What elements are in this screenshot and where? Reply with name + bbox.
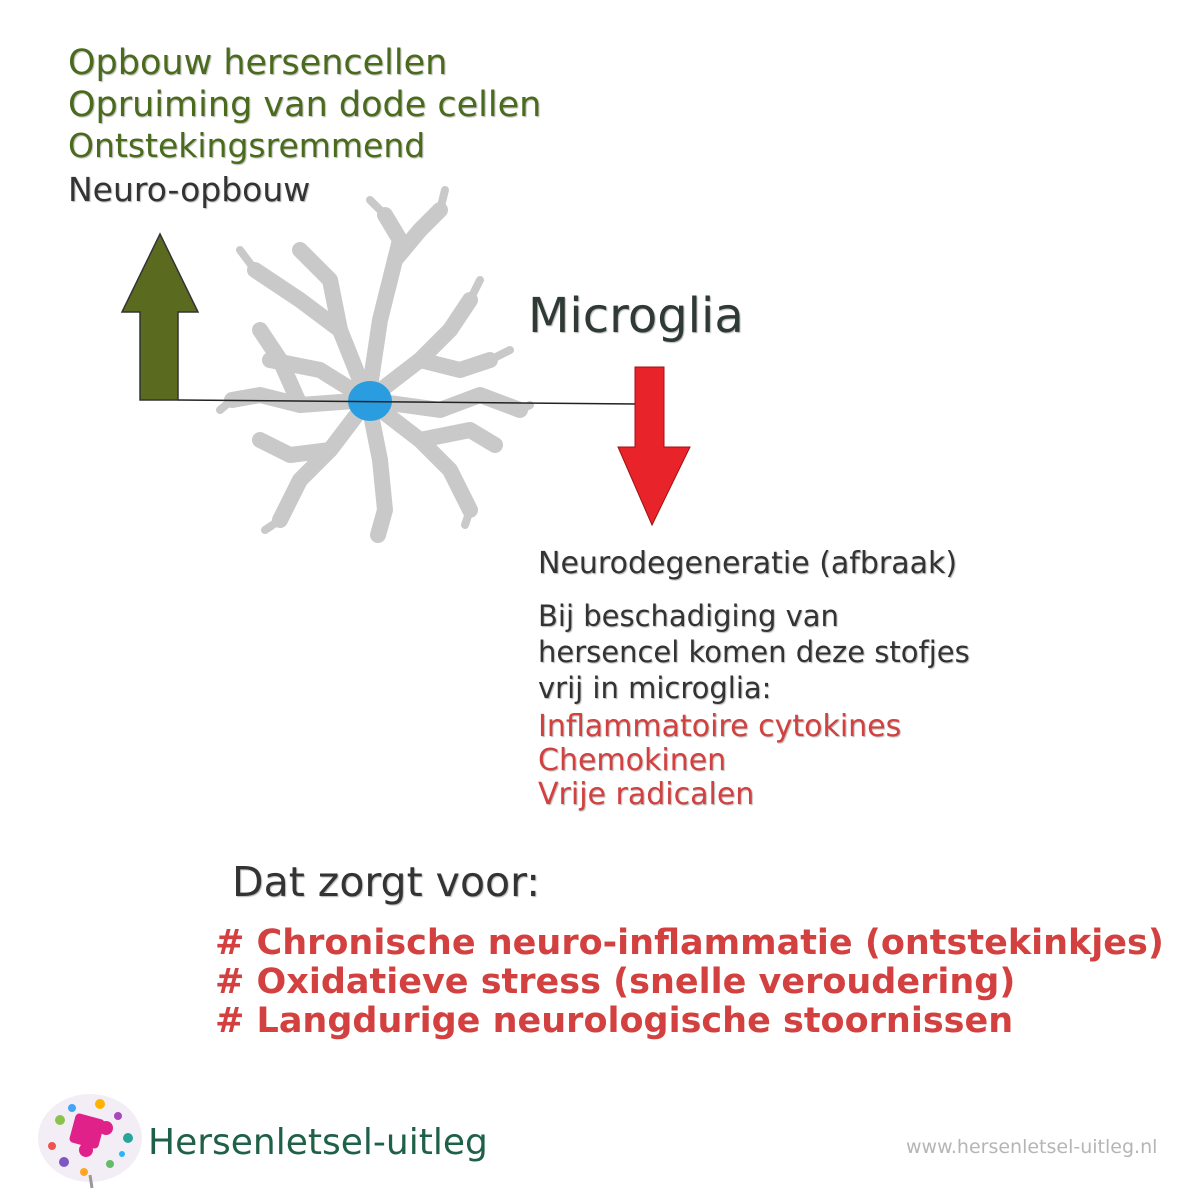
substances-list: Inflammatoire cytokines Chemokinen Vrije… <box>538 710 901 812</box>
effect-item: # Oxidatieve stress (snelle veroudering) <box>215 962 1016 1002</box>
diagram-title: Microglia <box>528 288 744 344</box>
release-line: Bij beschadiging van <box>538 599 839 633</box>
substance-item: Vrije radicalen <box>538 777 755 812</box>
up-arrow-icon <box>120 232 200 401</box>
release-description: Bij beschadiging van hersencel komen dez… <box>538 598 970 706</box>
microglia-cell-icon <box>216 186 534 543</box>
release-line: vrij in microglia: <box>538 671 772 705</box>
effects-list: # Chronische neuro-inflammatie (ontsteki… <box>215 924 1164 1041</box>
neurodegeneration-label: Neurodegeneratie (afbraak) <box>538 546 958 581</box>
brand-name: Hersenletsel-uitleg <box>148 1122 488 1163</box>
release-line: hersencel komen deze stofjes <box>538 635 970 669</box>
build-up-item: Ontstekingsremmend <box>68 126 426 165</box>
brain-logo-icon <box>38 1094 142 1189</box>
effects-heading: Dat zorgt voor: <box>232 858 541 906</box>
substance-item: Chemokinen <box>538 743 727 778</box>
build-up-item: Opruiming van dode cellen <box>68 85 542 125</box>
build-up-list: Opbouw hersencellen Opruiming van dode c… <box>68 42 541 126</box>
down-arrow-icon <box>617 366 691 527</box>
substance-item: Inflammatoire cytokines <box>538 709 902 744</box>
balance-line <box>177 399 637 405</box>
build-up-item: Opbouw hersencellen <box>68 43 448 83</box>
effect-item: # Chronische neuro-inflammatie (ontsteki… <box>215 923 1164 963</box>
effect-item: # Langdurige neurologische stoornissen <box>215 1001 1014 1041</box>
neuro-build-up-label: Neuro-opbouw <box>68 170 311 209</box>
brand-url: www.hersenletsel-uitleg.nl <box>906 1136 1158 1158</box>
